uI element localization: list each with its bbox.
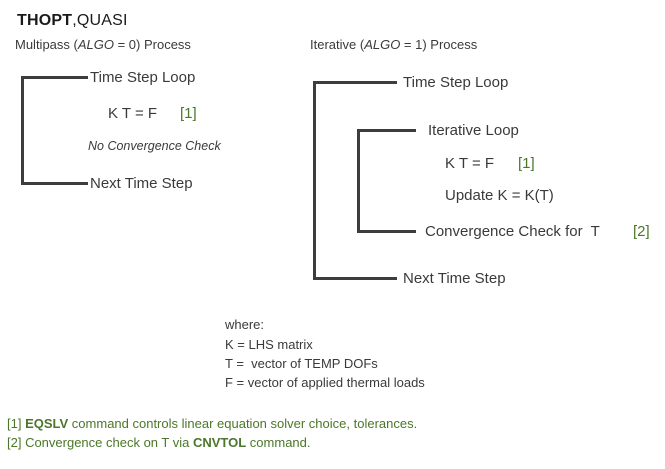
iterative-heading: Iterative (ALGO = 1) Process (310, 37, 478, 52)
iterative-convergence-step: Convergence Check for T (425, 223, 600, 240)
legend-where-label: where: (225, 317, 265, 332)
legend-k-definition: K = LHS matrix (225, 337, 313, 352)
multipass-heading: Multipass (ALGO = 0) Process (15, 37, 191, 52)
algo-variable: ALGO (364, 37, 401, 52)
iterative-update-step: Update K = K(T) (445, 187, 554, 204)
iterative-inner-loop-label: Iterative Loop (428, 122, 519, 139)
legend-f-definition: F = vector of applied thermal loads (225, 375, 425, 390)
iterative-convergence-ref: [2] (633, 223, 650, 240)
footnote-1: [1] EQSLV command controls linear equati… (7, 416, 418, 431)
footnote-2: [2] Convergence check on T via CNVTOL co… (7, 435, 311, 450)
multipass-loop-bracket (21, 76, 88, 185)
iterative-equation: K T = F (445, 155, 495, 172)
eqslv-command-name: EQSLV (25, 416, 69, 431)
multipass-note: No Convergence Check (88, 139, 221, 153)
iterative-loop-end-label: Next Time Step (403, 270, 506, 287)
iterative-outer-loop-bracket (313, 81, 397, 280)
page-title: THOPT,QUASI (17, 12, 128, 30)
multipass-equation: K T = F (108, 105, 158, 122)
cnvtol-command-name: CNVTOL (192, 435, 247, 450)
title-argument: ,QUASI (72, 12, 128, 29)
multipass-loop-start-label: Time Step Loop (90, 69, 196, 86)
iterative-inner-loop-bracket (357, 129, 416, 233)
legend-t-definition: T = vector of TEMP DOFs (225, 356, 378, 371)
iterative-loop-start-label: Time Step Loop (403, 74, 509, 91)
algo-variable: ALGO (77, 37, 114, 52)
iterative-equation-ref: [1] (518, 155, 535, 172)
multipass-equation-ref: [1] (180, 105, 197, 122)
multipass-loop-end-label: Next Time Step (90, 175, 193, 192)
title-command: THOPT (17, 12, 73, 29)
